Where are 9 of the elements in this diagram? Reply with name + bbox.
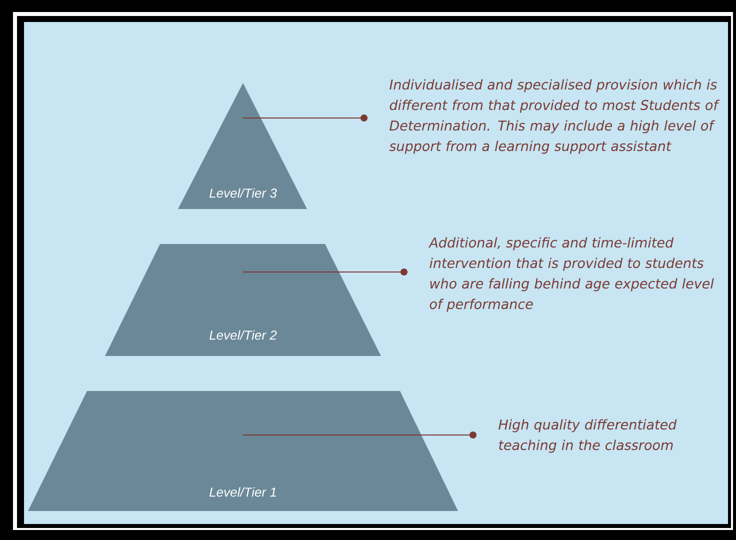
description-text: High quality differentiated teaching in the classroom (498, 419, 677, 453)
leader-line (242, 432, 476, 438)
description-text: Individualised and specialised provision which is different from that provided to most Students of Determination. This may include a high level of support from a learning support assistant (389, 79, 720, 154)
pyramid-tier-trapezoid: Level/Tier 2 (105, 244, 381, 356)
pyramid-tier-triangle: Level/Tier 3 (178, 83, 307, 209)
leader-line (242, 114, 368, 122)
pyramid-tier-trapezoid: Level/Tier 1 (28, 391, 458, 511)
description-text: Additional, specific and time-limited intervention that is provided to students who are falling behind age expected level of performance (428, 237, 714, 312)
leader-line (242, 268, 408, 276)
